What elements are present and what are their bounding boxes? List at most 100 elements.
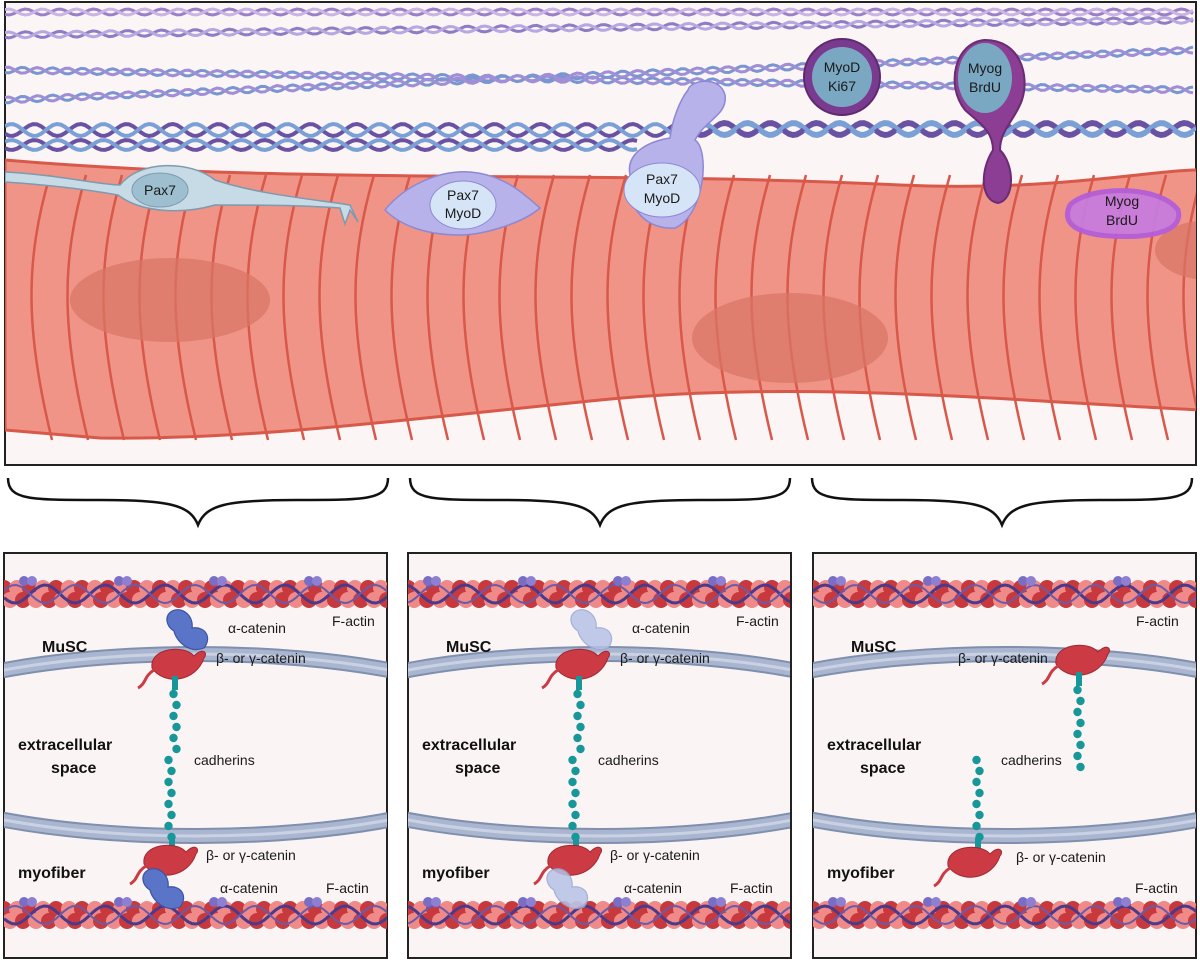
beta-catenin-top-label: β- or γ-catenin [620, 650, 710, 666]
tropomyosin-bead [217, 576, 227, 586]
myonucleus [70, 258, 270, 342]
cadherin-domain [172, 700, 181, 710]
cell-label: Pax7 [447, 187, 479, 203]
actin-bead [523, 592, 539, 608]
actin-bead [1091, 580, 1107, 596]
actin-bead [67, 592, 83, 608]
cadherin-domain [576, 744, 585, 754]
extracellular-label: extracellular [827, 737, 921, 754]
beta-catenin-bottom-label: β- or γ-catenin [610, 847, 700, 863]
beta-gamma-catenin-protein [143, 844, 199, 876]
cadherin-domain [573, 733, 582, 743]
cadherin-domain [573, 689, 582, 699]
actin-bead [366, 913, 382, 929]
actin-bead [876, 913, 892, 929]
tropomyosin-bead [1113, 576, 1123, 586]
striation [282, 174, 306, 441]
tropomyosin-bead [828, 897, 838, 907]
tropomyosin-bead [19, 897, 29, 907]
actin-bead [491, 580, 507, 596]
striation [1038, 174, 1062, 441]
actin-bead [796, 913, 812, 929]
striation [714, 174, 738, 441]
actin-bead [813, 592, 827, 608]
actin-bead [392, 913, 408, 929]
actin-bead [386, 584, 387, 592]
satellite-cell-migrating: Pax7 MyoD [623, 80, 726, 229]
proliferating-cell: MyoD Ki67 [803, 38, 881, 116]
beta-catenin-top-label: β- or γ-catenin [216, 650, 306, 666]
space-label: space [455, 760, 500, 777]
cadherin-domain [164, 821, 173, 831]
tropomyosin-bead [828, 576, 838, 586]
actin-bead [1143, 901, 1159, 917]
cadherin-domain [167, 788, 176, 798]
cadherin-domain [571, 766, 580, 776]
brace-3 [810, 477, 1194, 529]
striation [66, 174, 90, 441]
actin-bead [243, 901, 259, 917]
cadherin-domain [1076, 696, 1085, 706]
actin-bead [909, 580, 925, 596]
actin-bead [575, 913, 591, 929]
tropomyosin-bead [1026, 897, 1036, 907]
actin-bead [725, 580, 741, 596]
factin-bottom-label: F-actin [1135, 880, 1178, 896]
cadherin-domain [172, 744, 181, 754]
cadherin-domain [568, 755, 577, 765]
tropomyosin-bead [1113, 897, 1123, 907]
tropomyosin-bead [613, 897, 623, 907]
cadherin-domain [975, 766, 984, 776]
striation [30, 174, 54, 441]
musc-label: MuSC [446, 639, 492, 656]
brace-2 [408, 477, 792, 529]
actin-bead [813, 913, 827, 929]
actin-bead [1058, 592, 1074, 608]
cadherin-domain [167, 810, 176, 820]
actin-bead [158, 913, 174, 929]
tropomyosin-bead [526, 897, 536, 907]
fusing-cell: Myog BrdU [1065, 188, 1182, 239]
cell-label: Ki67 [828, 78, 856, 94]
cadherin-domain [576, 722, 585, 732]
actin-bead [61, 580, 77, 596]
tropomyosin-bead [312, 897, 322, 907]
actin-bead [876, 592, 892, 608]
tropomyosin-bead [923, 576, 933, 586]
cadherin-domain [164, 755, 173, 765]
cadherin-domain [169, 733, 178, 743]
tropomyosin-bead [423, 576, 433, 586]
actin-bead [844, 580, 860, 596]
tropomyosin-bead [518, 576, 528, 586]
actin-bead [191, 580, 207, 596]
cadherin-domain [571, 788, 580, 798]
musc-label: MuSC [42, 639, 88, 656]
cadherin-domain [1073, 685, 1082, 695]
striation [606, 174, 630, 441]
beta-catenin-top-label: β- or γ-catenin [958, 650, 1048, 666]
cadherin-domain [167, 766, 176, 776]
myofiber-label: myofiber [422, 865, 490, 882]
factin-bottom-label: F-actin [730, 880, 773, 896]
cadherin-domain [169, 711, 178, 721]
cadherin-domain [172, 722, 181, 732]
cadherin-domain [972, 777, 981, 787]
cell-label: BrdU [969, 79, 1001, 95]
actin-bead [243, 580, 259, 596]
actin-bead [67, 913, 83, 929]
alpha-catenin-protein [570, 609, 613, 651]
tropomyosin-bead [27, 576, 37, 586]
actin-bead [777, 901, 790, 917]
tropomyosin-bead [423, 897, 433, 907]
tropomyosin-bead [716, 576, 726, 586]
satellite-cell-activated: Pax7 MyoD [383, 171, 542, 236]
cadherin-domain [164, 799, 173, 809]
actin-bead [1175, 913, 1191, 929]
actin-bead [777, 580, 790, 596]
brace-1 [6, 477, 390, 529]
cadherin-domain [1073, 729, 1082, 739]
cell-label: BrdU [1106, 212, 1138, 228]
actin-bead [392, 592, 408, 608]
